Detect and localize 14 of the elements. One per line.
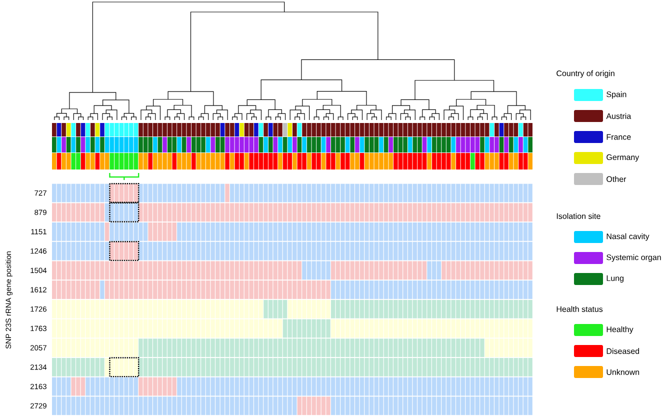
legend-heading: Country of origin — [556, 70, 614, 78]
legend-label: Germany — [606, 154, 640, 162]
legend-label: Healthy — [606, 326, 634, 334]
legend-label: Unknown — [606, 369, 640, 375]
legend-label: Nasal cavity — [606, 233, 650, 241]
legend-heading: Health status — [556, 306, 603, 312]
legend-label: France — [606, 134, 631, 140]
legend-label: Lung — [606, 275, 624, 283]
legend-label: Systemic organ — [606, 254, 661, 262]
legend-label: Spain — [606, 91, 626, 99]
legend-label: Austria — [606, 113, 632, 119]
legend-label: Diseased — [606, 348, 640, 354]
legend-label: Other — [606, 176, 626, 182]
legend-heading: Isolation site — [556, 213, 600, 219]
